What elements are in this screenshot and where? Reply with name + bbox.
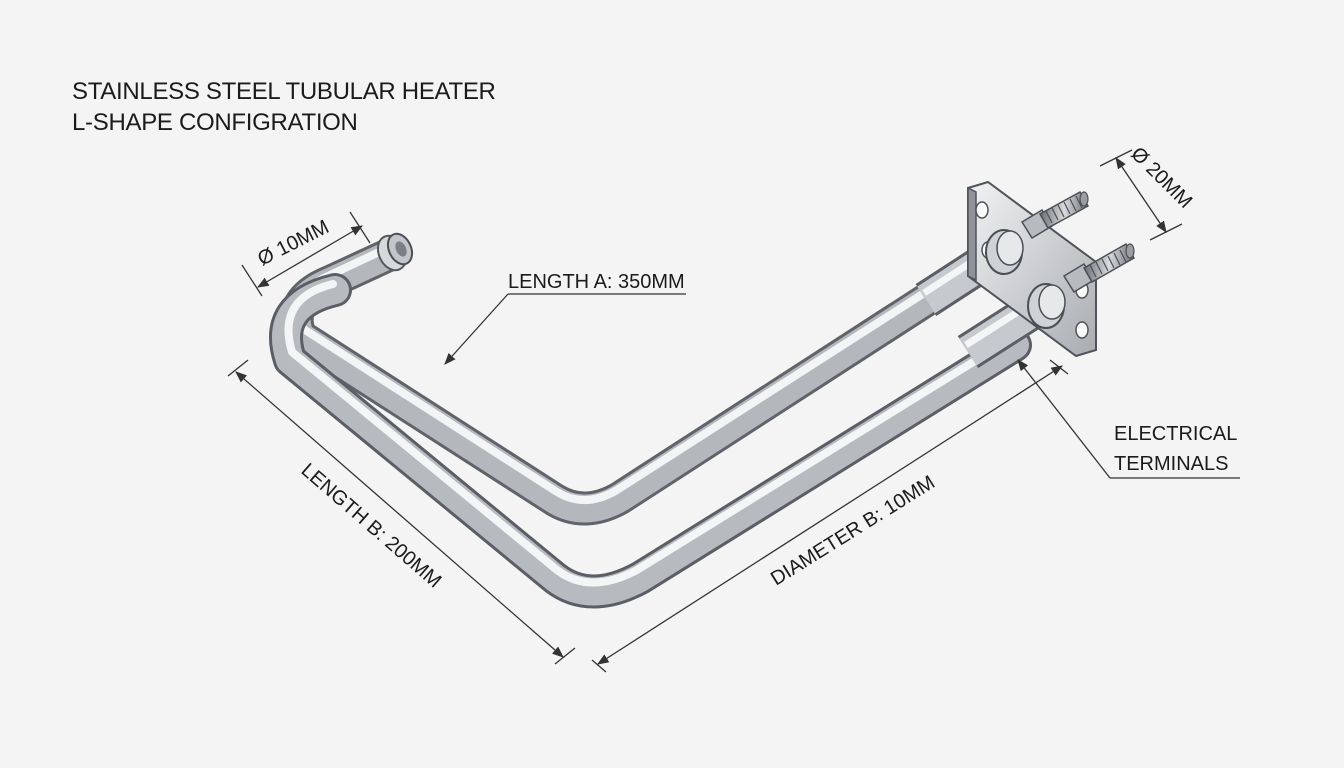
dim-diameter-b xyxy=(591,359,1069,673)
terminals-label-line-1: ELECTRICAL xyxy=(1114,423,1237,445)
dim-length-a-leader xyxy=(444,293,686,365)
dim-length-a-label: LENGTH A: 350MM xyxy=(508,271,685,293)
dim-terminal-diameter xyxy=(1099,149,1183,241)
dim-length-b xyxy=(227,359,576,665)
tube-end-fitting xyxy=(376,232,414,272)
dim-small-diameter xyxy=(241,211,371,297)
dim-terminal-diameter-label: Ø 20MM xyxy=(1126,143,1196,213)
terminal-stud-upper xyxy=(985,190,1090,275)
title-block: STAINLESS STEEL TUBULAR HEATER L-SHAPE C… xyxy=(72,76,496,138)
terminals-leader xyxy=(1017,359,1240,479)
terminal-stud-lower xyxy=(1027,242,1136,329)
terminals-label-line-2: TERMINALS xyxy=(1114,453,1228,475)
title-line-1: STAINLESS STEEL TUBULAR HEATER xyxy=(72,78,496,105)
title-line-2: L-SHAPE CONFIGRATION xyxy=(72,109,358,136)
dim-small-diameter-label: Ø 10MM xyxy=(254,216,332,270)
